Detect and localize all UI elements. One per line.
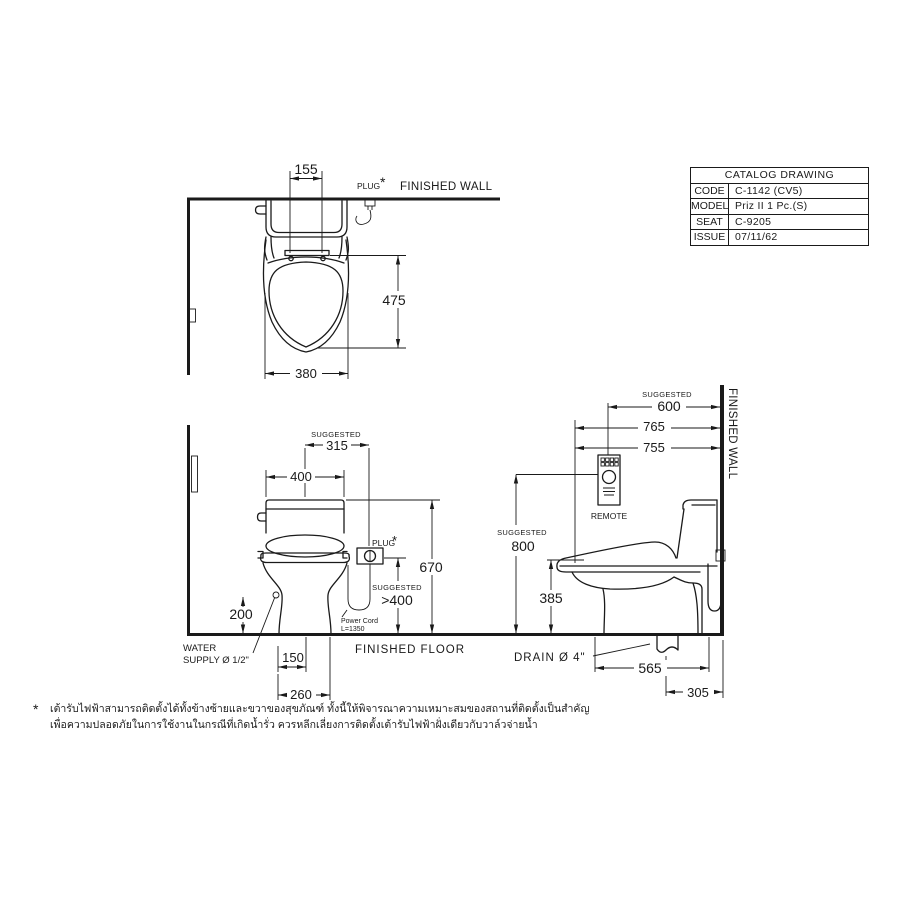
plug-label-top: PLUG bbox=[357, 181, 380, 191]
title-block-label: SEAT bbox=[691, 214, 729, 229]
suggested-label-600: SUGGESTED bbox=[642, 390, 692, 399]
suggested-label-400: SUGGESTED bbox=[372, 583, 422, 592]
title-block-label: CODE bbox=[691, 183, 729, 198]
title-block-value: C-9205 bbox=[735, 215, 772, 228]
water-supply-point bbox=[272, 591, 280, 599]
power-cord-side bbox=[707, 563, 722, 612]
dim-150: 150 bbox=[282, 650, 304, 665]
lid-side bbox=[556, 541, 677, 568]
plug-asterisk-front: * bbox=[392, 533, 397, 548]
remote-icon bbox=[597, 454, 621, 506]
title-block-value: Priz II 1 Pc.(S) bbox=[735, 200, 808, 212]
bowl-side bbox=[571, 571, 675, 590]
dim-305: 305 bbox=[687, 685, 709, 700]
dim-565: 565 bbox=[638, 660, 662, 676]
title-block-title: CATALOG DRAWING bbox=[691, 168, 868, 184]
title-block-label: ISSUE bbox=[691, 230, 729, 245]
plug-symbol-top bbox=[355, 198, 376, 225]
water-supply-label-2: SUPPLY Ø 1/2" bbox=[183, 655, 249, 666]
suggested-label-800: SUGGESTED bbox=[497, 528, 547, 537]
toilet-top-outline bbox=[254, 199, 350, 353]
drain-pipe bbox=[656, 635, 679, 653]
front-view: WATER SUPPLY Ø 1/2" 200 150 260 SUGGESTE… bbox=[183, 425, 724, 702]
plug-label-front: PLUG bbox=[372, 538, 395, 548]
dim-765: 765 bbox=[643, 419, 665, 434]
dim-260: 260 bbox=[290, 687, 312, 702]
side-view: SUGGESTED 600 765 755 REMOTE SUGGESTED 8… bbox=[490, 385, 738, 700]
power-cord-label-2: L=1350 bbox=[341, 626, 365, 633]
water-supply-label-1: WATER bbox=[183, 643, 216, 654]
dim-475: 475 bbox=[382, 292, 406, 308]
finished-floor-label: FINISHED FLOOR bbox=[355, 644, 465, 656]
footnote: * เต้ารับไฟฟ้าสามารถติดตั้งได้ทั้งข้างซ้… bbox=[33, 701, 673, 733]
lid-front bbox=[265, 534, 345, 558]
drain-label: DRAIN Ø 4" bbox=[514, 652, 586, 664]
top-view-wall-fixture bbox=[187, 308, 196, 323]
power-cord-label-1: Power Cord bbox=[341, 618, 378, 625]
flush-button-front bbox=[256, 512, 267, 522]
title-block-value: C-1142 (CV5) bbox=[735, 184, 803, 197]
water-supply-leader bbox=[252, 597, 275, 654]
title-block: CATALOG DRAWING CODE C-1142 (CV5) MODEL … bbox=[690, 167, 869, 246]
plug-asterisk-top: * bbox=[380, 174, 386, 190]
dim-800: 800 bbox=[511, 538, 535, 554]
footnote-asterisk: * bbox=[33, 701, 39, 717]
dim-400: 400 bbox=[290, 469, 312, 484]
lid-top bbox=[268, 261, 344, 348]
title-block-row-seat: SEAT C-9205 bbox=[691, 214, 868, 230]
power-cord-front bbox=[347, 564, 371, 611]
remote-label: REMOTE bbox=[591, 511, 628, 521]
dim-385: 385 bbox=[539, 590, 563, 606]
suggested-label-315: SUGGESTED bbox=[311, 430, 361, 439]
finished-wall-label-top: FINISHED WALL bbox=[400, 181, 493, 193]
toilet-front-outline bbox=[256, 499, 351, 635]
title-block-value: 07/11/62 bbox=[735, 231, 778, 243]
title-block-row-issue: ISSUE 07/11/62 bbox=[691, 230, 868, 245]
toilet-side-outline bbox=[556, 499, 726, 635]
top-view: 155 475 380 PLUG * FINISHED WALL bbox=[187, 161, 500, 381]
dim-380: 380 bbox=[295, 366, 317, 381]
footnote-line-2: เพื่อความปลอดภัยในการใช้งานในกรณีที่เกิด… bbox=[50, 719, 538, 731]
power-cord-top bbox=[355, 209, 372, 225]
footnote-line-1: เต้ารับไฟฟ้าสามารถติดตั้งได้ทั้งข้างซ้าย… bbox=[50, 703, 590, 715]
dim-755: 755 bbox=[643, 440, 665, 455]
title-block-row-model: MODEL Priz II 1 Pc.(S) bbox=[691, 199, 868, 215]
seat-front bbox=[259, 552, 351, 564]
seat-hinge-bar bbox=[284, 249, 330, 257]
title-block-label: MODEL bbox=[691, 199, 729, 214]
dim-670: 670 bbox=[419, 559, 443, 575]
plug-symbol-front bbox=[356, 547, 384, 565]
title-block-row-code: CODE C-1142 (CV5) bbox=[691, 183, 868, 199]
dim-315: 315 bbox=[326, 438, 348, 453]
dim-600: 600 bbox=[657, 398, 681, 414]
dim-200: 200 bbox=[229, 606, 253, 622]
flush-lever-top bbox=[254, 205, 267, 215]
front-view-wall-fixture bbox=[191, 455, 198, 493]
dim-155: 155 bbox=[294, 161, 318, 177]
dim-gt400: >400 bbox=[381, 592, 413, 608]
plug-symbol-side bbox=[715, 549, 726, 562]
finished-wall-label-side: FINISHED WALL bbox=[726, 388, 738, 480]
